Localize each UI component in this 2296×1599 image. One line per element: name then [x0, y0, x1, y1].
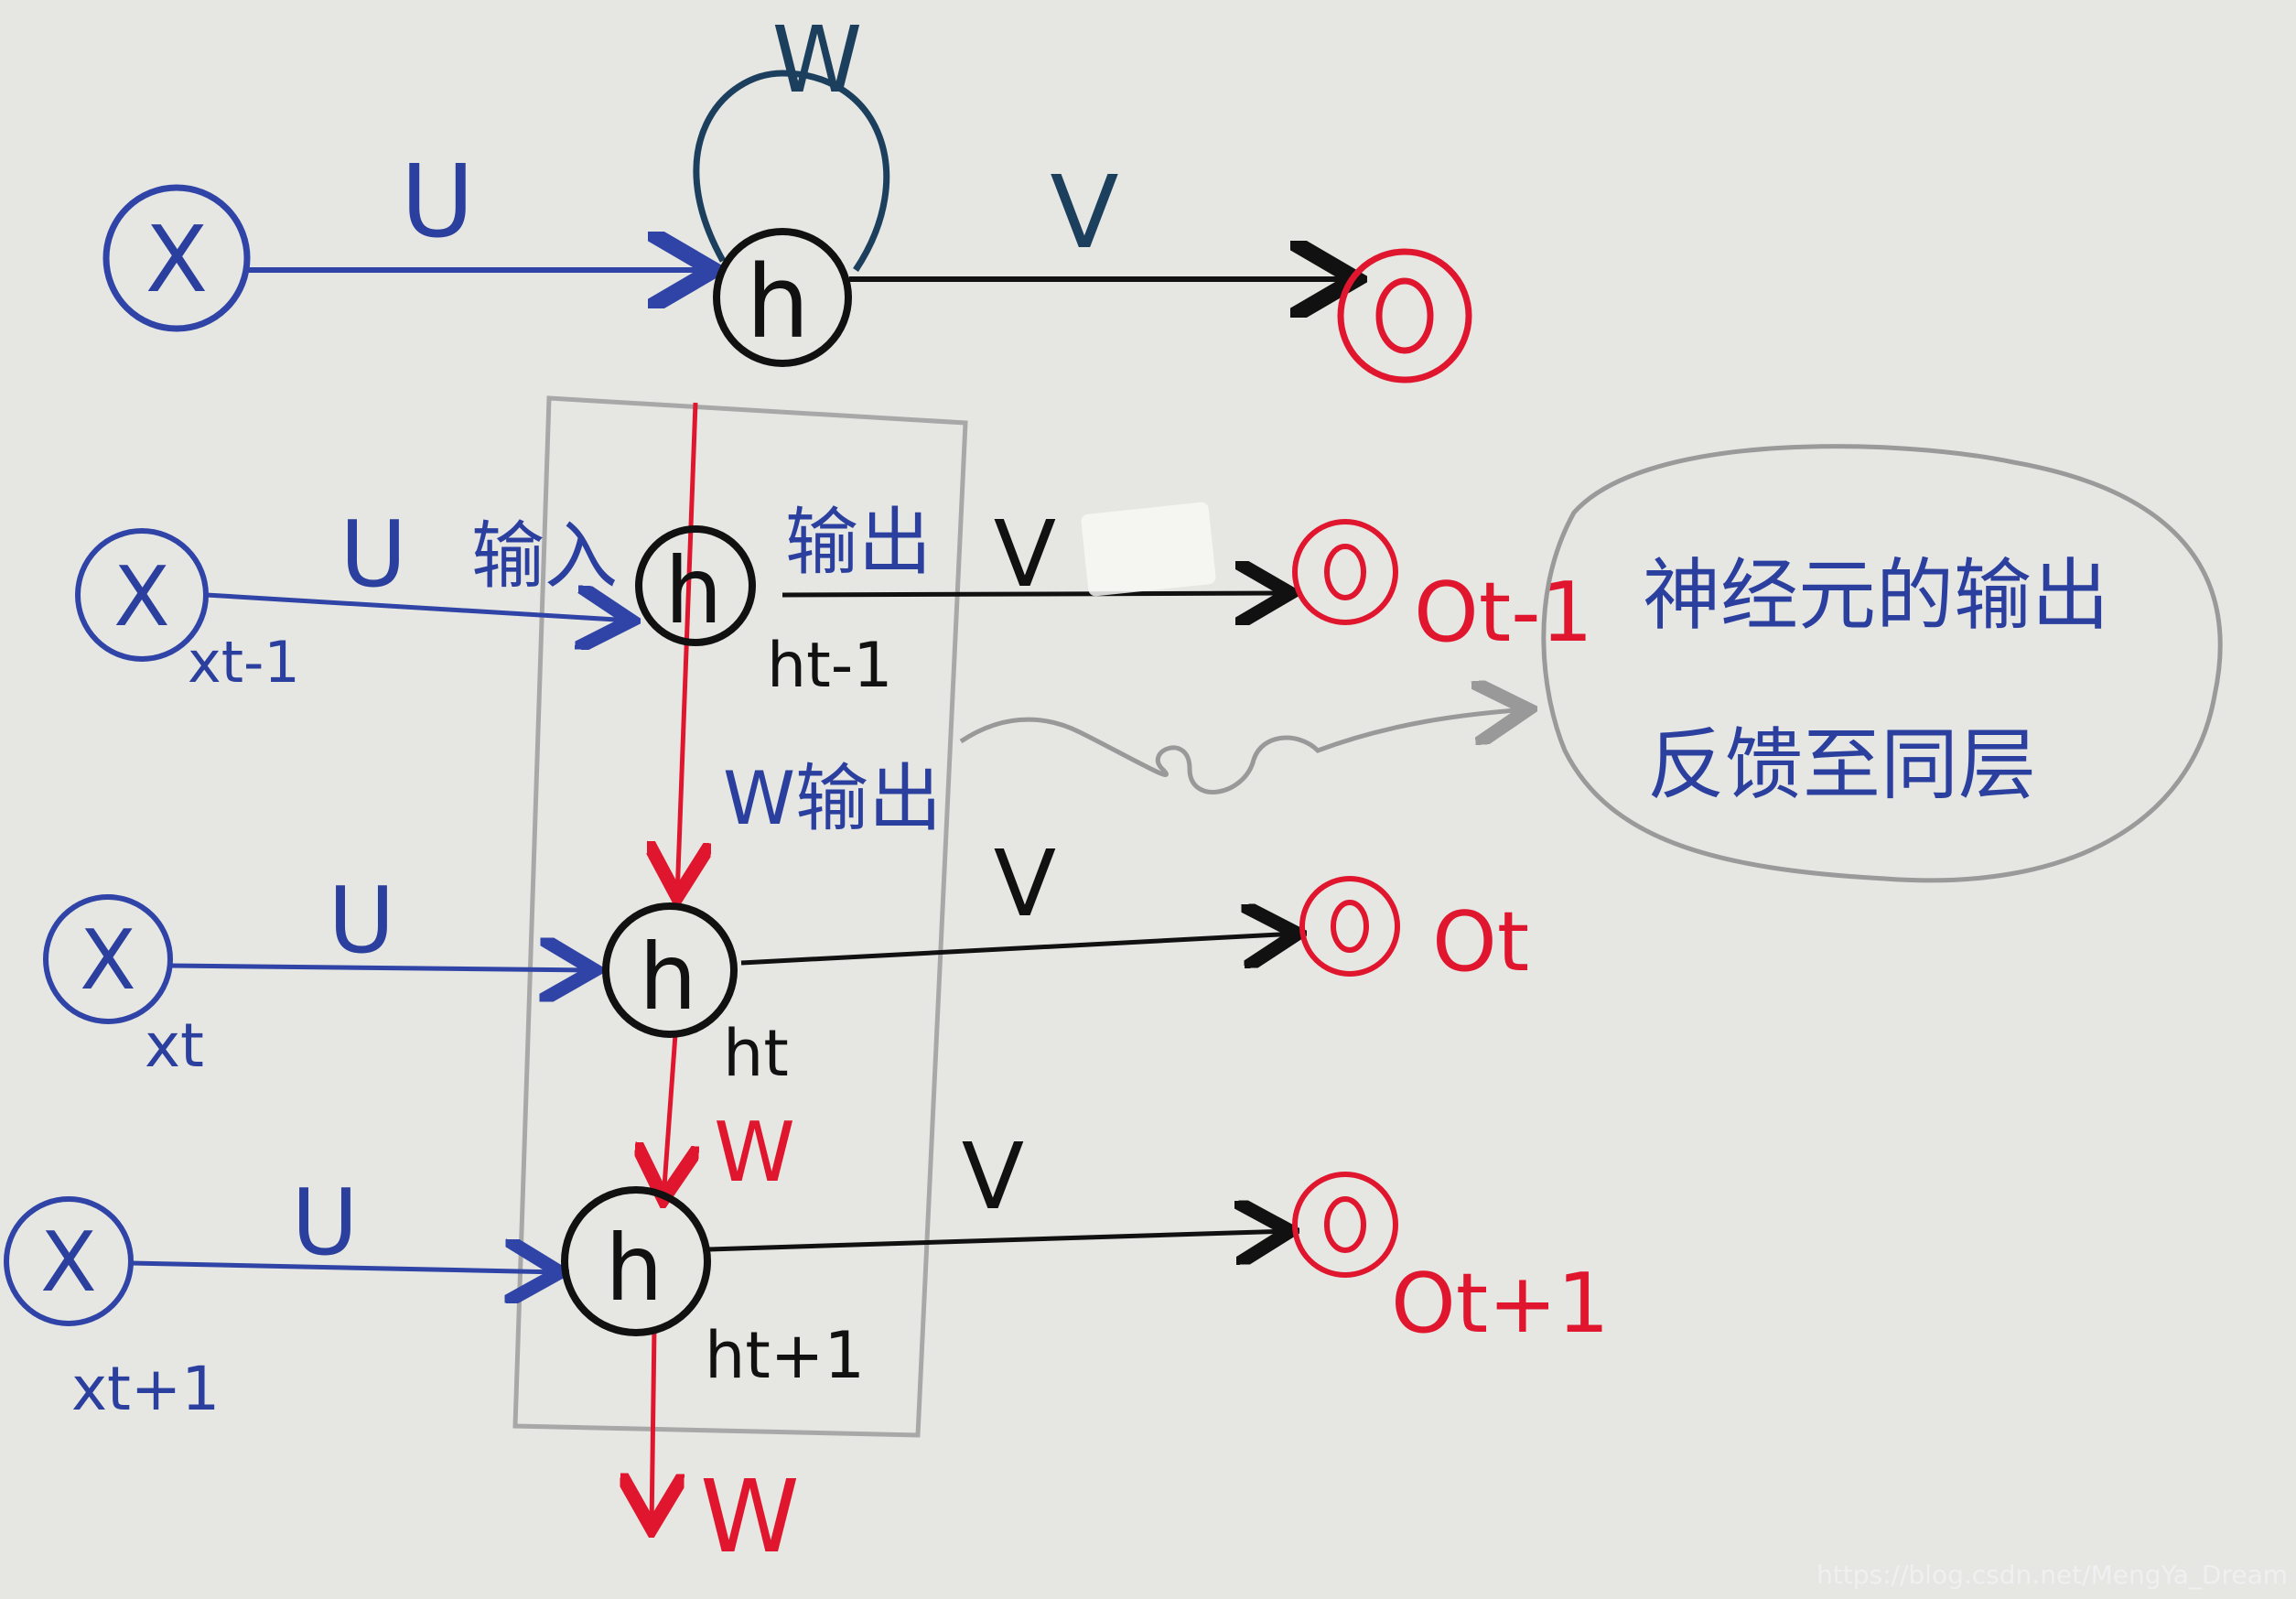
x-node [102, 184, 251, 332]
o-node [1292, 1172, 1398, 1278]
x-subscript: xt-1 [188, 629, 300, 696]
o-node-inner [1331, 900, 1369, 953]
x-node-label: X [80, 913, 136, 1009]
o-label: Ot-1 [1414, 565, 1593, 661]
h-subscript: ht-1 [767, 630, 893, 702]
x-subscript: xt [145, 1010, 204, 1081]
u-label: U [340, 501, 406, 608]
thought-bubble [1541, 444, 2223, 883]
row-t-minus-1: X xt-1 U 输入 h ht-1 输出 V Ot-1 [75, 500, 1593, 702]
v-edge [782, 593, 1290, 595]
o-node-inner [1375, 277, 1434, 354]
h-node-label: h [639, 924, 696, 1031]
h-node [561, 1186, 711, 1336]
row-t-plus-1: X xt+1 U h ht+1 V Ot+1 [4, 1123, 1610, 1424]
v-label: V [962, 1123, 1024, 1230]
u-label: U [291, 1169, 358, 1276]
output-label: 输出 [785, 500, 932, 585]
bubble-line-2: 反馈至同层 [1647, 720, 2036, 811]
w-line-mid [663, 1033, 675, 1199]
o-node-inner [1324, 544, 1366, 600]
row-t: X xt U h ht V Ot [43, 830, 1529, 1091]
w-line-bottom [652, 1326, 654, 1529]
o-label: Ot+1 [1391, 1256, 1610, 1352]
u-label: U [328, 867, 394, 974]
x-node [43, 894, 173, 1024]
w-mid-label: W [714, 1105, 795, 1201]
bubble-line-1: 神经元的输出 [1643, 551, 2109, 642]
v-edge [740, 934, 1298, 963]
h-node [635, 525, 756, 646]
u-edge [130, 1263, 560, 1272]
h-node [602, 902, 738, 1038]
o-node-inner [1324, 1196, 1366, 1253]
h-node-label: h [746, 243, 810, 361]
o-node [1299, 876, 1400, 977]
u-label: U [401, 143, 475, 260]
v-label: V [994, 830, 1056, 937]
watermark: https://blog.csdn.net/MengYa_Dream [1816, 1560, 2288, 1590]
h-node-label: h [664, 537, 722, 644]
unrolled-box [512, 395, 968, 1438]
x-node-label: X [113, 549, 170, 645]
w-chain: W输出 W W [652, 402, 942, 1575]
u-edge [169, 966, 595, 970]
v-edge [708, 1231, 1290, 1249]
u-edge [205, 595, 631, 621]
x-node-label: X [146, 206, 209, 313]
input-label: 输入 [471, 513, 618, 599]
callout: 神经元的输出 反馈至同层 [959, 444, 2223, 883]
o-node [1337, 248, 1472, 384]
h-subscript: ht+1 [705, 1318, 865, 1393]
o-node [1292, 519, 1398, 625]
h-node [713, 228, 852, 367]
w-loop-label: W [772, 6, 863, 113]
folded-rnn: X U W h V [102, 6, 1472, 384]
v-label: V [1050, 154, 1118, 271]
x-node-label: X [40, 1215, 97, 1311]
w-bottom-label: W [700, 1458, 800, 1575]
x-subscript: xt+1 [71, 1354, 220, 1424]
v-label: V [994, 501, 1056, 608]
w-output-label: W输出 [723, 756, 942, 841]
o-label: Ot [1432, 894, 1529, 990]
h-node-label: h [605, 1215, 663, 1322]
h-subscript: ht [723, 1016, 789, 1091]
w-line-top [677, 402, 695, 897]
callout-squiggle [959, 709, 1528, 794]
correction-tape [1081, 502, 1216, 597]
x-node [4, 1196, 134, 1326]
w-self-loop [693, 70, 890, 272]
